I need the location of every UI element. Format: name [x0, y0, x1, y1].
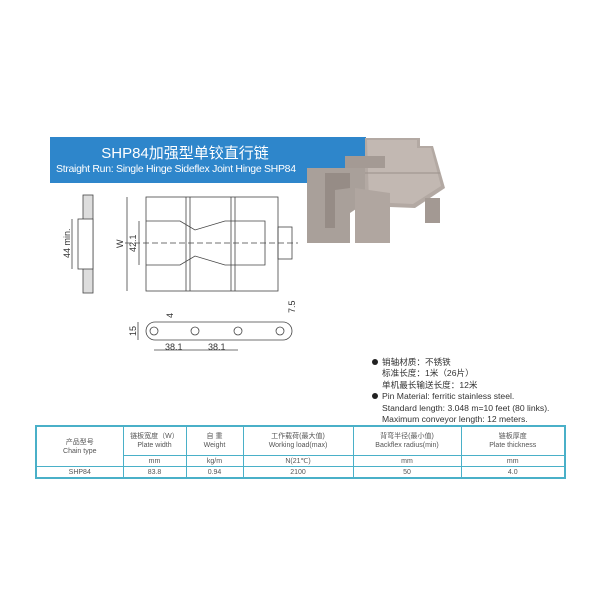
bullet-icon [372, 359, 378, 365]
product-photo [307, 138, 445, 243]
dim-38-1-a: 38.1 [165, 342, 183, 352]
note-cn-1: 销轴材质：不锈铁 [382, 357, 451, 367]
dim-44-min: 44 min. [62, 228, 72, 258]
bullet-icon [372, 393, 378, 400]
unit-cell: N(21℃) [242, 455, 354, 467]
note-en-3: Maximum conveyor length: 12 meters. [382, 414, 528, 425]
dim-w: W [115, 239, 125, 248]
cell: SHP84 [35, 466, 124, 479]
title-banner: SHP84加强型单铰直行链 Straight Run: Single Hinge… [50, 137, 366, 183]
dim-38-1-b: 38.1 [208, 342, 226, 352]
dim-7-5: 7.5 [287, 300, 297, 313]
unit-cell: mm [122, 455, 187, 467]
cell: 83.8 [122, 466, 187, 479]
dim-42-1: 42.1 [128, 234, 138, 252]
table-row: SHP84 83.8 0.94 2100 50 4.0 [35, 466, 566, 479]
title-en: Straight Run: Single Hinge Sideflex Join… [56, 163, 296, 175]
header-backflex-radius: 背弯半径(最小值)Backflex radius(min) [352, 425, 462, 456]
note-en-1: Pin Material: ferritic stainless steel. [382, 391, 515, 402]
spec-notes: 销轴材质：不锈铁 标准长度：1米（26片） 单机最长输送长度：12米 Pin M… [372, 357, 549, 425]
cell: 50 [352, 466, 462, 479]
unit-cell: mm [352, 455, 462, 467]
note-cn-3: 单机最长输送长度：12米 [382, 379, 478, 390]
unit-cell: mm [460, 455, 566, 467]
header-plate-width: 链板宽度（W）Plate width [122, 425, 187, 456]
header-working-load: 工作载荷(最大值)Working load(max) [242, 425, 354, 456]
cell: 2100 [242, 466, 354, 479]
unit-cell: kg/m [185, 455, 244, 467]
dim-4: 4 [165, 313, 175, 318]
title-cn: SHP84加强型单铰直行链 [101, 145, 269, 162]
note-cn-2: 标准长度：1米（26片） [382, 368, 474, 379]
note-en-2: Standard length: 3.048 m=10 feet (80 lin… [382, 402, 550, 413]
dim-15: 15 [128, 326, 138, 336]
cell: 4.0 [460, 466, 566, 479]
cell: 0.94 [185, 466, 244, 479]
